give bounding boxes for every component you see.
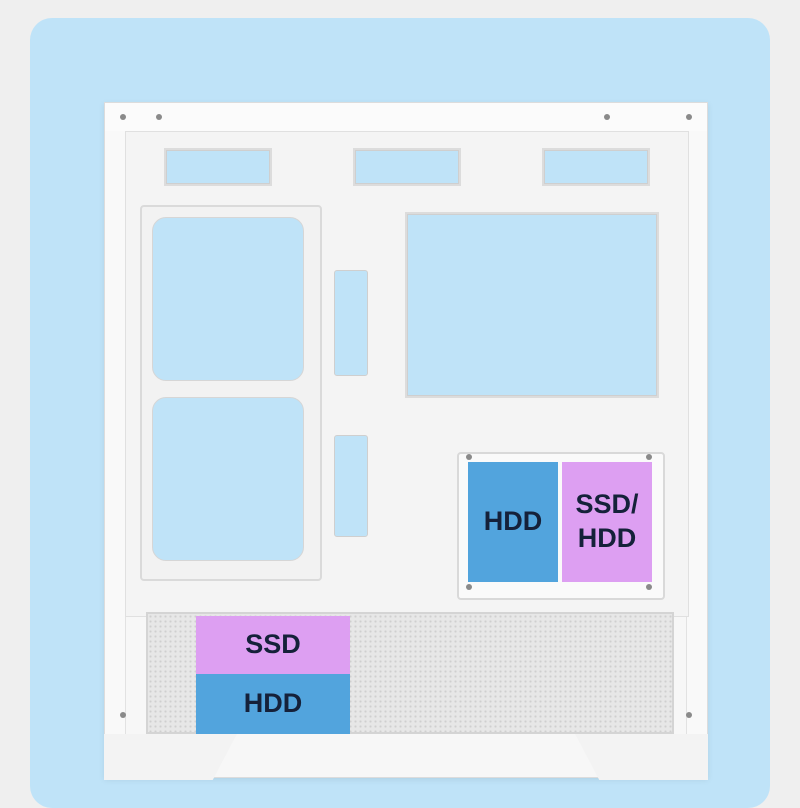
ssd-label-shroud-text: SSD — [245, 629, 301, 660]
screw-icon — [120, 712, 126, 718]
ssd-hdd-label-line1: SSD/ — [575, 489, 639, 520]
top-cutout-left — [164, 148, 272, 186]
screw-icon — [604, 114, 610, 120]
screw-icon — [686, 712, 692, 718]
case-left-rail — [105, 131, 126, 775]
screw-icon — [466, 454, 472, 460]
screw-icon — [156, 114, 162, 120]
screw-icon — [466, 584, 472, 590]
ssd-label-shroud: SSD — [196, 616, 350, 674]
cable-slot-lower — [334, 435, 368, 537]
screw-icon — [646, 454, 652, 460]
hdd-label-cage-text: HDD — [483, 506, 543, 537]
fan-slot-lower — [152, 397, 304, 561]
screw-icon — [646, 584, 652, 590]
case-top-panel — [105, 103, 707, 132]
cable-slot-upper — [334, 270, 368, 376]
screw-icon — [686, 114, 692, 120]
case-right-rail — [686, 131, 707, 775]
ssd-hdd-label-cage: SSD/ HDD — [562, 462, 652, 582]
top-cutout-middle — [353, 148, 461, 186]
top-cutout-right — [542, 148, 650, 186]
hdd-label-cage: HDD — [468, 462, 558, 582]
fan-slot-upper — [152, 217, 304, 381]
cpu-cooler-cutout — [405, 212, 659, 398]
hdd-label-shroud-text: HDD — [243, 688, 303, 719]
screw-icon — [120, 114, 126, 120]
ssd-hdd-label-line2: HDD — [577, 523, 637, 553]
hdd-label-shroud: HDD — [196, 674, 350, 734]
fan-bracket — [140, 205, 322, 581]
